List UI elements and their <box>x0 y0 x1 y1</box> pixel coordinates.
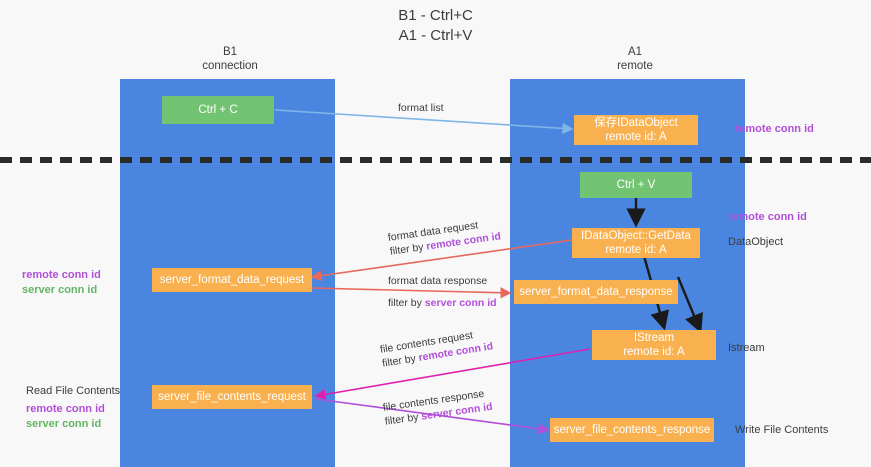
node-ctrl-v[interactable]: Ctrl + V <box>580 172 692 198</box>
node-ctrl-v-label: Ctrl + V <box>616 179 656 191</box>
title-line-2: A1 - Ctrl+V <box>398 27 473 44</box>
node-idataobject-getdata[interactable]: IDataObject::GetData remote id: A <box>572 228 700 258</box>
arrow-response-to-istream <box>676 276 703 334</box>
node-server-file-contents-response-label: server_file_contents_response <box>553 424 711 436</box>
annotation-remote-conn-id-top: remote conn id <box>735 123 814 135</box>
node-save-idataobject-subtitle: remote id: A <box>605 131 667 143</box>
arrow-file-contents-response <box>315 398 550 435</box>
annotation-write-file-contents: Write File Contents <box>735 424 829 436</box>
title-line-1: B1 - Ctrl+C <box>398 7 473 24</box>
node-server-format-data-response[interactable]: server_format_data_response <box>514 280 678 304</box>
node-istream[interactable]: IStream remote id: A <box>592 330 716 360</box>
node-getdata-subtitle: remote id: A <box>605 244 667 256</box>
node-server-file-contents-request[interactable]: server_file_contents_request <box>152 385 312 409</box>
arrow-format-list <box>274 109 574 134</box>
node-save-idataobject[interactable]: 保存IDataObject remote id: A <box>574 115 698 145</box>
lane-header-a1: A1 remote <box>555 45 715 73</box>
lane-header-b1-subtitle: connection <box>202 60 258 72</box>
node-server-file-contents-response[interactable]: server_file_contents_response <box>550 418 714 442</box>
annotation-dataobject: DataObject <box>728 236 784 248</box>
node-ctrl-c[interactable]: Ctrl + C <box>162 96 274 124</box>
node-server-format-data-response-label: server_format_data_response <box>519 286 673 298</box>
page-title: B1 - Ctrl+C A1 - Ctrl+V <box>0 6 871 46</box>
edge-label-format-list: format list <box>398 102 444 114</box>
filter-prefix: filter by <box>388 297 425 309</box>
annotation-left-remote-conn-id-bottom: remote conn id <box>26 403 105 415</box>
arrow-format-data-response <box>311 287 512 299</box>
arrow-format-data-request <box>310 239 573 282</box>
annotation-left-server-conn-id-bottom: server conn id <box>26 418 102 430</box>
node-istream-subtitle: remote id: A <box>623 346 685 358</box>
lane-header-b1-title: B1 <box>222 46 238 58</box>
node-server-file-contents-request-label: server_file_contents_request <box>158 391 306 403</box>
edge-label-format-data-response-line1: format data response <box>388 275 488 287</box>
edge-label-format-data-response: format data response filter by server co… <box>388 274 497 310</box>
node-server-format-data-request[interactable]: server_format_data_request <box>152 268 312 292</box>
node-server-format-data-request-label: server_format_data_request <box>159 274 305 286</box>
arrow-file-contents-request <box>314 348 591 400</box>
node-istream-title: IStream <box>633 332 675 344</box>
filter-key-server-conn-id: server conn id <box>424 297 497 309</box>
annotation-read-file-contents: Read File Contents <box>26 385 121 397</box>
node-save-idataobject-title: 保存IDataObject <box>594 117 678 129</box>
lane-header-b1: B1 connection <box>150 45 310 73</box>
node-ctrl-c-label: Ctrl + C <box>198 104 238 116</box>
annotation-istream: Istream <box>728 342 765 354</box>
lane-header-a1-subtitle: remote <box>617 60 653 72</box>
annotation-left-server-conn-id-mid: server conn id <box>22 284 98 296</box>
edge-label-format-data-response-line2: filter by server conn id <box>388 296 497 310</box>
lane-header-a1-title: A1 <box>627 46 643 58</box>
node-getdata-title: IDataObject::GetData <box>581 230 691 242</box>
annotation-left-remote-conn-id-mid: remote conn id <box>22 269 101 281</box>
annotation-remote-conn-id-mid: remote conn id <box>728 211 807 223</box>
